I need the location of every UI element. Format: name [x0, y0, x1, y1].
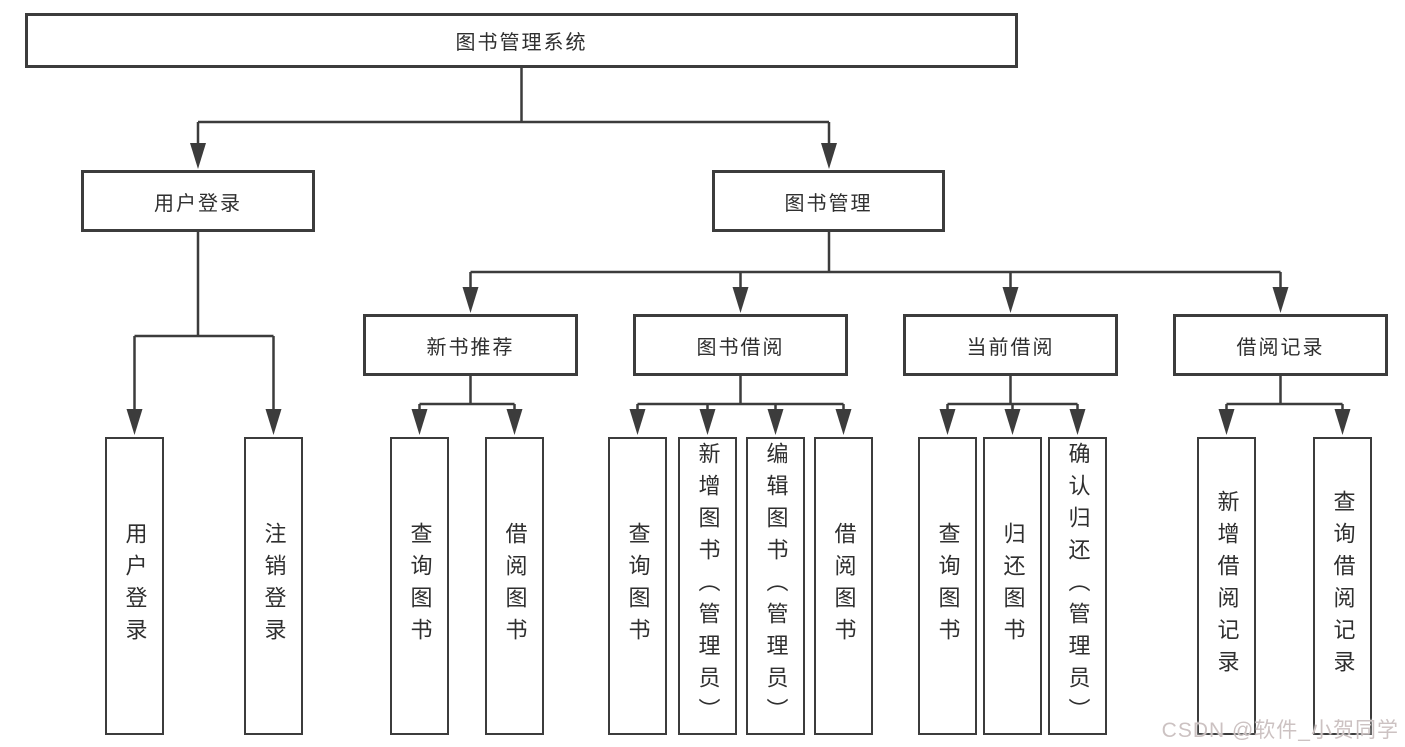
arrowhead-current-borrow: [1002, 287, 1019, 313]
arrowhead-leaf-query-books-current: [939, 409, 956, 435]
leaf-borrow-books-recommend: 借阅图书: [485, 437, 544, 735]
connector-root-to-level2: [196, 68, 831, 146]
leaf-query-books-current: 查询图书: [918, 437, 977, 735]
node-root-label: 图书管理系统: [455, 32, 588, 54]
node-borrow-records-label: 借阅记录: [1236, 336, 1325, 359]
leaf-query-books-current-label: 查询图书: [935, 522, 961, 650]
leaf-user-login: 用户登录: [105, 437, 164, 735]
leaf-query-books-borrow: 查询图书: [608, 437, 667, 735]
leaf-add-borrow-record: 新增借阅记录: [1197, 437, 1256, 735]
arrowhead-book-borrow: [732, 287, 749, 313]
node-book-management: 图书管理: [712, 170, 945, 232]
arrowhead-leaf-edit-books-admin: [767, 409, 784, 435]
arrowhead-new-book-recommend: [462, 287, 479, 313]
arrowhead-leaf-confirm-return-admin: [1069, 409, 1086, 435]
node-user-login: 用户登录: [81, 170, 315, 232]
connector-user-login-to-leaves: [133, 232, 275, 413]
leaf-query-borrow-record-label: 查询借阅记录: [1330, 490, 1356, 682]
node-current-borrow: 当前借阅: [903, 314, 1118, 376]
connector-borrow-records-to-leaves: [1225, 376, 1344, 412]
leaf-edit-books-admin-label: 编辑图书（管理员）: [763, 442, 789, 730]
arrowhead-leaf-logout: [265, 409, 282, 435]
leaf-confirm-return-admin: 确认归还（管理员）: [1048, 437, 1107, 735]
leaf-edit-books-admin: 编辑图书（管理员）: [746, 437, 805, 735]
arrowhead-leaf-add-borrow-record: [1218, 409, 1235, 435]
arrowhead-leaf-query-borrow-record: [1334, 409, 1351, 435]
connector-current-borrow-to-leaves: [946, 376, 1079, 412]
arrowhead-leaf-borrow-books: [835, 409, 852, 435]
node-book-management-label: 图书管理: [784, 192, 873, 215]
leaf-borrow-books: 借阅图书: [814, 437, 873, 735]
leaf-query-borrow-record: 查询借阅记录: [1313, 437, 1372, 735]
connector-new-book-recommend-to-leaves: [418, 376, 516, 412]
leaf-add-books-admin: 新增图书（管理员）: [678, 437, 737, 735]
arrowhead-leaf-query-books-borrow: [629, 409, 646, 435]
node-new-book-recommend: 新书推荐: [363, 314, 578, 376]
leaf-logout-label: 注销登录: [261, 522, 287, 650]
node-borrow-records: 借阅记录: [1173, 314, 1388, 376]
arrowhead-borrow-records: [1272, 287, 1289, 313]
connector-book-borrow-to-leaves: [636, 376, 845, 412]
node-user-login-label: 用户登录: [154, 192, 242, 215]
arrowhead-user-login: [190, 143, 206, 169]
arrowhead-book-management: [821, 143, 837, 169]
leaf-confirm-return-admin-label: 确认归还（管理员）: [1065, 442, 1091, 730]
watermark: CSDN @软件_小贺同学: [1161, 719, 1399, 742]
arrowhead-leaf-add-books-admin: [699, 409, 716, 435]
arrowhead-leaf-query-books-recommend: [411, 409, 428, 435]
leaf-user-login-label: 用户登录: [122, 522, 148, 650]
node-book-borrow: 图书借阅: [633, 314, 848, 376]
connector-book-management-to-level3: [469, 232, 1282, 290]
arrowhead-leaf-borrow-books-recommend: [506, 409, 523, 435]
leaf-query-books-recommend-label: 查询图书: [407, 522, 433, 650]
leaf-add-borrow-record-label: 新增借阅记录: [1214, 490, 1240, 682]
leaf-borrow-books-recommend-label: 借阅图书: [502, 522, 528, 650]
leaf-query-books-recommend: 查询图书: [390, 437, 449, 735]
leaf-return-books: 归还图书: [983, 437, 1042, 735]
leaf-borrow-books-label: 借阅图书: [831, 522, 857, 650]
node-root: 图书管理系统: [25, 13, 1018, 68]
arrowhead-leaf-user-login: [126, 409, 143, 435]
leaf-return-books-label: 归还图书: [1000, 522, 1026, 650]
leaf-logout: 注销登录: [244, 437, 303, 735]
leaf-add-books-admin-label: 新增图书（管理员）: [695, 442, 721, 730]
leaf-query-books-borrow-label: 查询图书: [625, 522, 651, 650]
node-book-borrow-label: 图书借阅: [696, 336, 785, 359]
node-new-book-recommend-label: 新书推荐: [426, 336, 515, 359]
arrowhead-leaf-return-books: [1004, 409, 1021, 435]
node-current-borrow-label: 当前借阅: [966, 336, 1055, 359]
